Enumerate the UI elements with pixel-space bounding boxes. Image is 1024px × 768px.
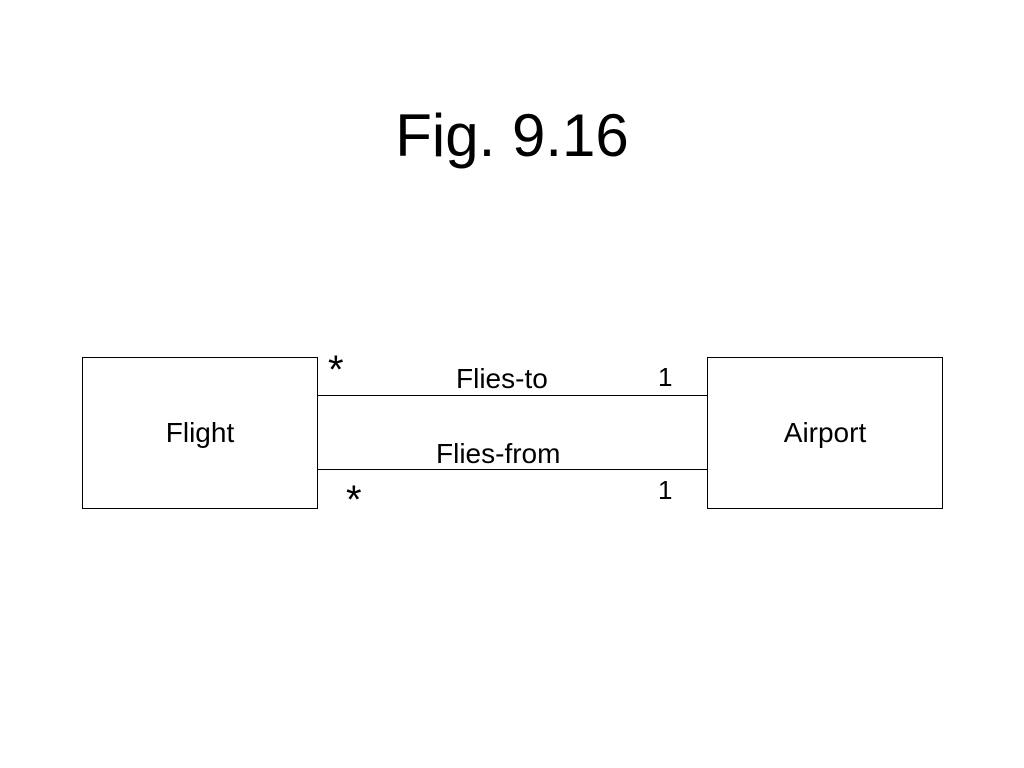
flies-to-label: Flies-to: [456, 363, 548, 394]
airport-class-box: Airport: [707, 357, 943, 509]
flies-from-flight-multiplicity: *: [346, 478, 362, 522]
flight-class-label: Flight: [165, 417, 235, 448]
flies-from-association-line: [318, 469, 707, 470]
flight-class-box: Flight: [82, 357, 318, 509]
airport-class-label: Airport: [783, 417, 867, 448]
figure-title: Fig. 9.16: [395, 102, 629, 169]
flies-to-airport-multiplicity: 1: [658, 362, 673, 392]
flies-from-airport-multiplicity: 1: [658, 475, 673, 505]
flies-to-association-line: [318, 395, 707, 396]
flies-to-flight-multiplicity: *: [328, 348, 344, 392]
flies-from-label: Flies-from: [436, 438, 561, 469]
